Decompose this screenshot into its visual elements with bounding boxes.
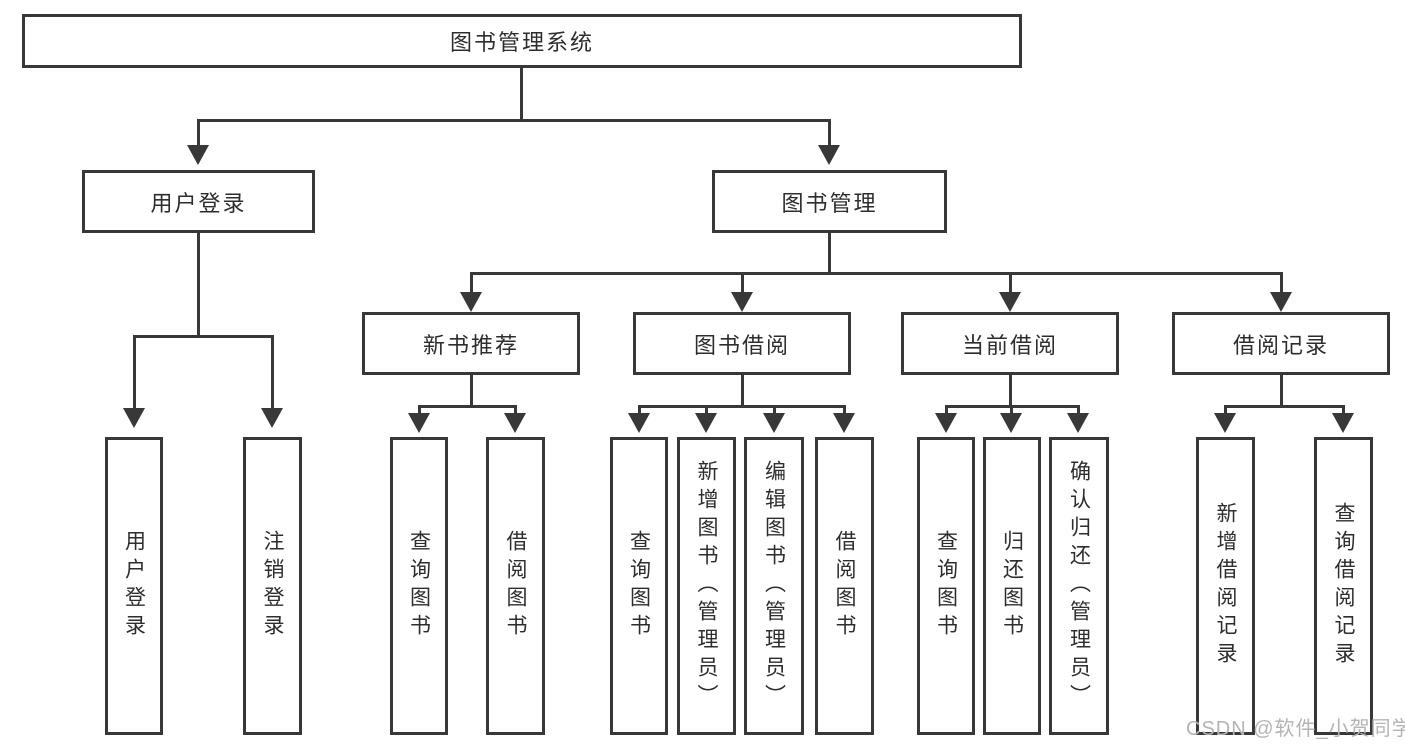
arrow-down-icon: [261, 408, 283, 428]
node-login: 用户登录: [105, 437, 163, 735]
connector-line: [705, 405, 708, 416]
connector-line: [1224, 405, 1227, 416]
connector-line: [1280, 375, 1283, 407]
connector-line: [741, 375, 744, 407]
arrow-down-icon: [1270, 292, 1292, 312]
node-borrowing-edit-books-admin: 编辑图书（管理员）: [744, 437, 804, 735]
connector-line: [1009, 272, 1012, 294]
node-borrowing-query-books: 查询图书: [610, 437, 668, 735]
node-book-management: 图书管理: [712, 170, 947, 233]
node-records-query-record: 查询借阅记录: [1314, 437, 1373, 735]
arrow-down-icon: [1067, 413, 1089, 433]
node-borrowing-records: 借阅记录: [1172, 312, 1390, 375]
node-records-add-record: 新增借阅记录: [1196, 437, 1255, 735]
connector-line: [1009, 375, 1012, 407]
connector-line: [470, 375, 473, 407]
connector-line: [1342, 405, 1345, 416]
connector-line: [418, 405, 421, 416]
connector-rail: [418, 405, 517, 408]
arrow-down-icon: [695, 413, 717, 433]
arrow-down-icon: [504, 413, 526, 433]
arrow-down-icon: [123, 408, 145, 428]
node-current-return-books: 归还图书: [983, 437, 1041, 735]
node-root: 图书管理系统: [22, 14, 1022, 68]
connector-line: [773, 405, 776, 416]
connector-line: [133, 335, 136, 410]
connector-line: [638, 405, 641, 416]
connector-line: [945, 405, 948, 416]
connector-line: [1010, 405, 1013, 416]
connector-level2-rail: [197, 119, 831, 122]
connector-line: [1280, 272, 1283, 294]
connector-line: [271, 335, 274, 410]
node-logout: 注销登录: [243, 437, 302, 735]
connector-root-stem: [520, 68, 523, 120]
arrow-down-icon: [999, 292, 1021, 312]
watermark: CSDN @软件_小贺同学: [1186, 718, 1405, 740]
connector-line: [514, 405, 517, 416]
arrow-down-icon: [731, 292, 753, 312]
arrow-down-icon: [818, 145, 840, 165]
arrow-down-icon: [628, 413, 650, 433]
connector-line: [1077, 405, 1080, 416]
connector-rail: [133, 335, 273, 338]
node-recommend-borrow-books: 借阅图书: [486, 437, 545, 735]
connector-line: [197, 119, 200, 146]
node-new-book-recommend: 新书推荐: [362, 312, 580, 375]
arrow-down-icon: [833, 413, 855, 433]
arrow-down-icon: [408, 413, 430, 433]
arrow-down-icon: [1214, 413, 1236, 433]
node-current-borrowing: 当前借阅: [901, 312, 1119, 375]
node-recommend-query-books: 查询图书: [390, 437, 448, 735]
connector-line: [470, 272, 473, 294]
node-current-confirm-return-admin: 确认归还（管理员）: [1049, 437, 1109, 735]
node-book-borrowing: 图书借阅: [633, 312, 851, 375]
node-borrowing-add-books-admin: 新增图书（管理员）: [677, 437, 736, 735]
connector-line: [828, 233, 831, 275]
arrow-down-icon: [460, 292, 482, 312]
connector-line: [828, 119, 831, 146]
node-borrowing-borrow-books: 借阅图书: [815, 437, 874, 735]
arrow-down-icon: [1000, 413, 1022, 433]
connector-rail: [638, 405, 846, 408]
connector-line: [197, 233, 200, 338]
arrow-down-icon: [935, 413, 957, 433]
connector-level3-rail: [470, 272, 1282, 275]
connector-line: [843, 405, 846, 416]
connector-line: [741, 272, 744, 294]
node-user-login: 用户登录: [82, 170, 315, 233]
arrow-down-icon: [1332, 413, 1354, 433]
arrow-down-icon: [187, 145, 209, 165]
node-current-query-books: 查询图书: [917, 437, 975, 735]
arrow-down-icon: [763, 413, 785, 433]
connector-rail: [1224, 405, 1345, 408]
